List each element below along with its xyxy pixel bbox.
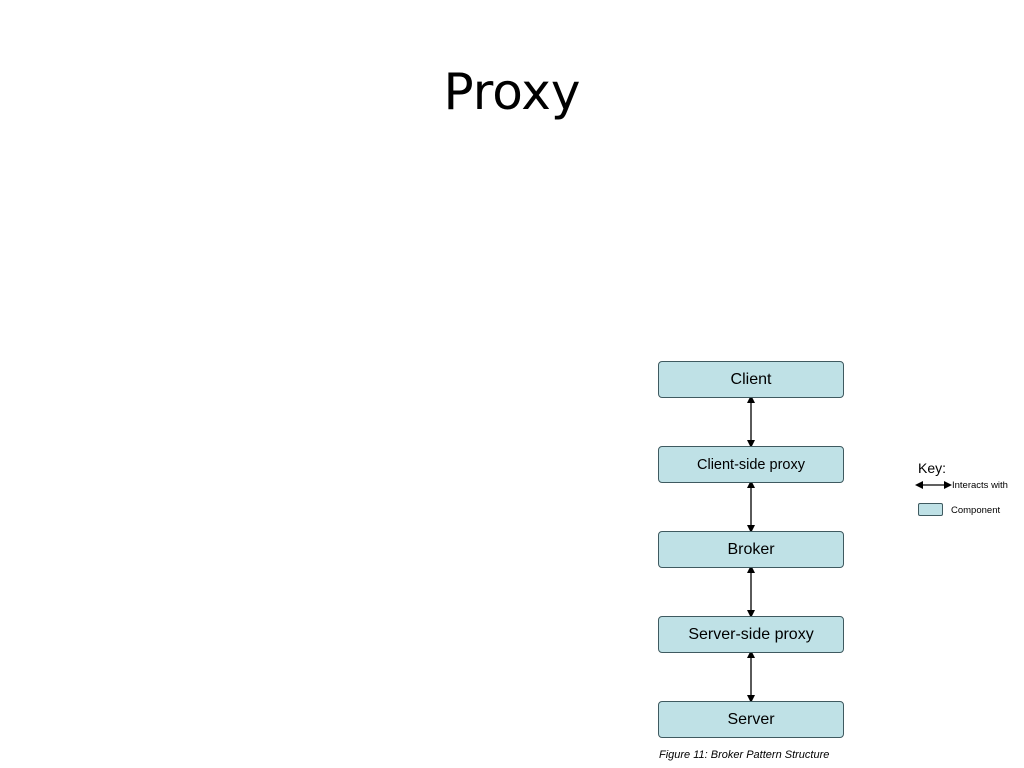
component-server: Server: [658, 701, 844, 738]
figure-caption: Figure 11: Broker Pattern Structure: [659, 749, 830, 761]
legend-interacts-label: Interacts with: [952, 480, 1008, 491]
component-broker: Broker: [658, 531, 844, 568]
component-client: Client: [658, 361, 844, 398]
component-server-side-proxy: Server-side proxy: [658, 616, 844, 653]
component-client-side-proxy: Client-side proxy: [658, 446, 844, 483]
legend-title: Key:: [918, 460, 947, 476]
legend-component-label: Component: [951, 505, 1001, 516]
slide-title: Proxy: [443, 63, 581, 121]
legend-component-swatch: [918, 503, 943, 516]
